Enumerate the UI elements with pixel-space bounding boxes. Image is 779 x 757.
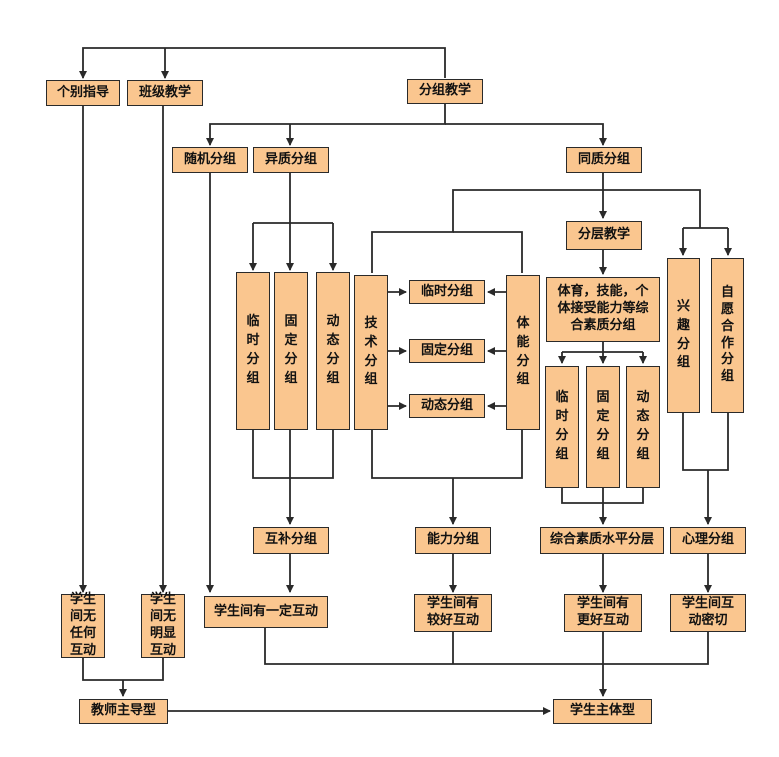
no-interaction-box: 学生 间无 任何 互动 — [61, 592, 105, 658]
good-interaction-box: 学生间有 较好互动 — [414, 594, 492, 632]
mid-temporary-group-box: 临时分组 — [409, 280, 485, 304]
group-teaching-box: 分组教学 — [407, 79, 483, 104]
homo-dynamic-group-box: 动 态 分 组 — [626, 366, 660, 488]
complementary-grouping-box: 互补分组 — [253, 527, 329, 554]
random-grouping-box: 随机分组 — [172, 147, 248, 173]
ability-grouping-box: 能力分组 — [415, 527, 491, 554]
some-interaction-box: 学生间有一定互动 — [204, 596, 328, 628]
composite-level-layering-box: 综合素质水平分层 — [540, 527, 664, 554]
interest-group-box: 兴 趣 分 组 — [667, 258, 700, 413]
layered-teaching-box: 分层教学 — [566, 221, 642, 250]
no-obvious-interaction-box: 学生 间无 明显 互动 — [141, 592, 185, 658]
hetero-temporary-group-box: 临 时 分 组 — [236, 272, 270, 430]
composite-quality-description-box: 体育，技能，个 体接受能力等综 合素质分组 — [546, 277, 660, 342]
hetero-dynamic-group-box: 动 态 分 组 — [316, 272, 350, 430]
homogeneous-grouping-box: 同质分组 — [566, 147, 642, 173]
close-interaction-box: 学生间互 动密切 — [670, 594, 746, 632]
voluntary-cooperation-group-box: 自 愿 合 作 分 组 — [711, 258, 744, 413]
teacher-led-type-box: 教师主导型 — [79, 699, 168, 724]
mid-dynamic-group-box: 动态分组 — [409, 394, 485, 418]
better-interaction-box: 学生间有 更好互动 — [564, 594, 642, 632]
psychological-grouping-box: 心理分组 — [670, 527, 746, 554]
student-centered-type-box: 学生主体型 — [553, 699, 652, 724]
skill-group-box: 技 术 分 组 — [354, 275, 388, 430]
homo-temporary-group-box: 临 时 分 组 — [545, 366, 579, 488]
hetero-fixed-group-box: 固 定 分 组 — [274, 272, 308, 430]
mid-fixed-group-box: 固定分组 — [409, 339, 485, 363]
class-teaching-box: 班级教学 — [127, 80, 203, 106]
individual-guidance-box: 个别指导 — [46, 80, 120, 106]
fitness-group-box: 体 能 分 组 — [506, 275, 540, 430]
homo-fixed-group-box: 固 定 分 组 — [586, 366, 620, 488]
heterogeneous-grouping-box: 异质分组 — [253, 147, 329, 173]
